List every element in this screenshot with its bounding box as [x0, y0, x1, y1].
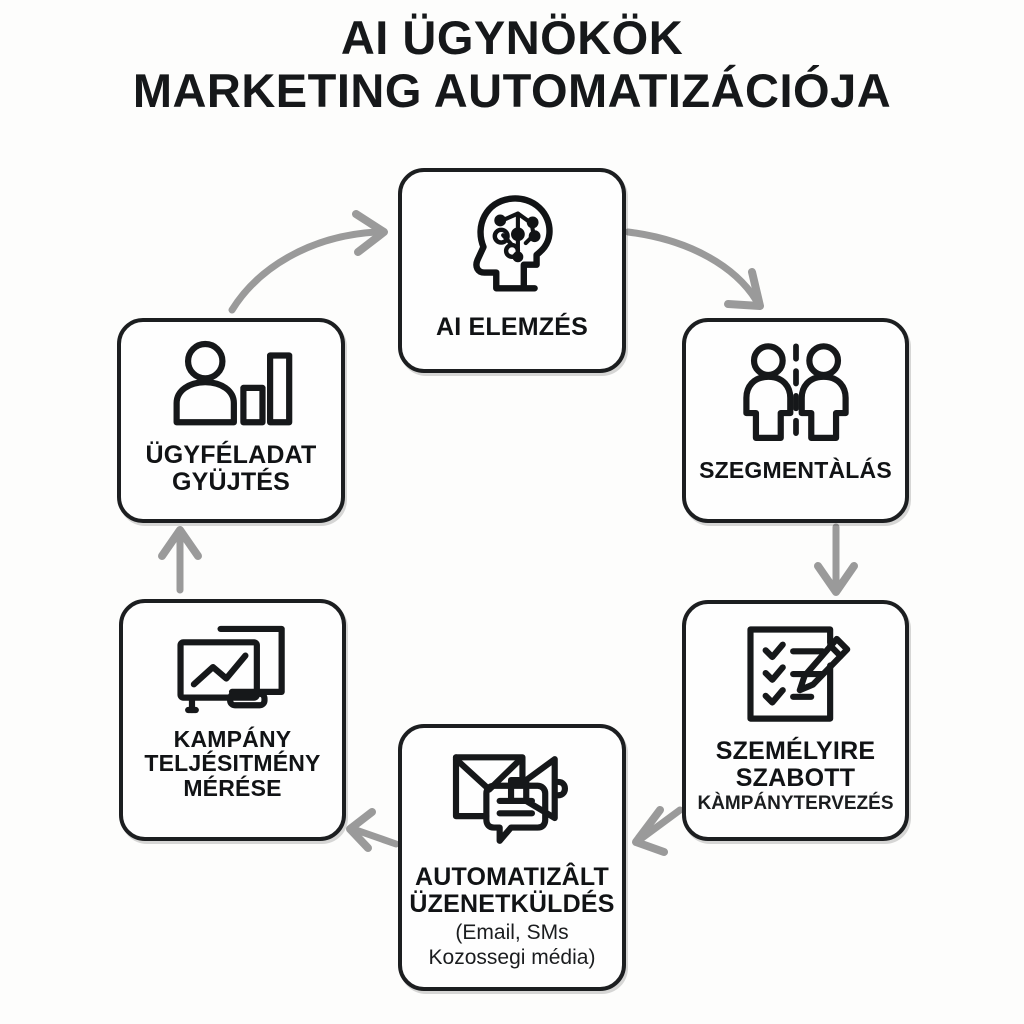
- node-label-line-2: GYÜJTÉS: [171, 467, 291, 496]
- head-neural-network-icon: [453, 188, 571, 306]
- node-label-line-1: KAMPÁNY: [173, 726, 292, 752]
- node-ugyfeladat-gyujtes[interactable]: ÜGYFÉLADAT GYÜJTÉS: [117, 318, 345, 523]
- title-line-2: MARKETING AUTOMATIZÁCIÓJA: [132, 63, 892, 117]
- node-label-ai-elemzes: AI ELEMZÉS: [435, 313, 588, 341]
- presentation-chart-icon: [171, 619, 295, 719]
- node-label-line-2: TELJÉSITMÉNY: [144, 750, 321, 777]
- node-label-automatizalt: AUTOMATIZÂLT ÜZENETKÜLDÉS: [409, 864, 614, 917]
- node-ai-elemzes[interactable]: AI ELEMZÉS: [398, 168, 626, 373]
- arrow-szemelyre-szabott-to-automatizalt: [632, 806, 684, 856]
- person-barchart-icon: [169, 338, 293, 434]
- node-label-kampany-meres: KAMPÁNY TELJÉSITMÉNY MÉRÉSE: [144, 726, 321, 801]
- arrow-szegmentalas-to-szemelyre-szabott: [814, 523, 858, 596]
- node-label-line-1: SZEMÉLYIRE: [715, 737, 876, 765]
- node-sublabel-automatizalt: (Email, SMs Kozossegi média): [429, 921, 596, 971]
- node-label-szegmentalas: SZEGMENTÀLÁS: [699, 457, 892, 483]
- node-szemelyre-szabott[interactable]: SZEMÉLYIRE SZABOTT KÀMPÁNYTERVEZÉS: [682, 600, 909, 841]
- node-sublabel-line-2: Kozossegi média): [428, 945, 596, 969]
- node-label-line-2: ÜZENETKÜLDÉS: [409, 889, 615, 918]
- node-szegmentalas[interactable]: SZEGMENTÀLÁS: [682, 318, 909, 523]
- envelope-megaphone-chat-icon: [444, 744, 580, 856]
- node-sublabel-szemelyre-szabott: KÀMPÁNYTERVEZÉS: [697, 793, 894, 814]
- title-line-1: AI ÜGYNÖKÖK: [340, 11, 684, 64]
- node-sublabel-line-1: (Email, SMs: [455, 921, 569, 944]
- node-label-line-3: MÉRÉSE: [183, 774, 282, 801]
- node-label-line-1: AUTOMATIZÂLT: [414, 863, 610, 891]
- arrow-automatizalt-to-kampany-meres: [346, 808, 400, 852]
- page-title: AI ÜGYNÖKÖK MARKETING AUTOMATIZÁCIÓJA: [0, 11, 1024, 117]
- node-label-szemelyre-szabott: SZEMÉLYIRE SZABOTT: [716, 738, 875, 791]
- two-people-divider-icon: [734, 338, 858, 450]
- node-label-ugyfeladat: ÜGYFÉLADAT GYÜJTÉS: [146, 442, 317, 495]
- node-automatizalt-uzenetkuldes[interactable]: AUTOMATIZÂLT ÜZENETKÜLDÉS (Email, SMs Ko…: [398, 724, 626, 991]
- arrow-kampany-meres-to-ugyfeladat: [158, 526, 202, 594]
- arrow-ai-elemzes-to-szegmentalas: [624, 228, 764, 310]
- node-label-line-2: SZABOTT: [735, 763, 856, 792]
- node-kampany-teljesitmeny-merese[interactable]: KAMPÁNY TELJÉSITMÉNY MÉRÉSE: [119, 599, 346, 841]
- node-label-line-1: ÜGYFÉLADAT: [145, 441, 317, 469]
- checklist-pencil-icon: [737, 620, 855, 730]
- arrow-ugyfeladat-to-ai-elemzes: [228, 210, 388, 314]
